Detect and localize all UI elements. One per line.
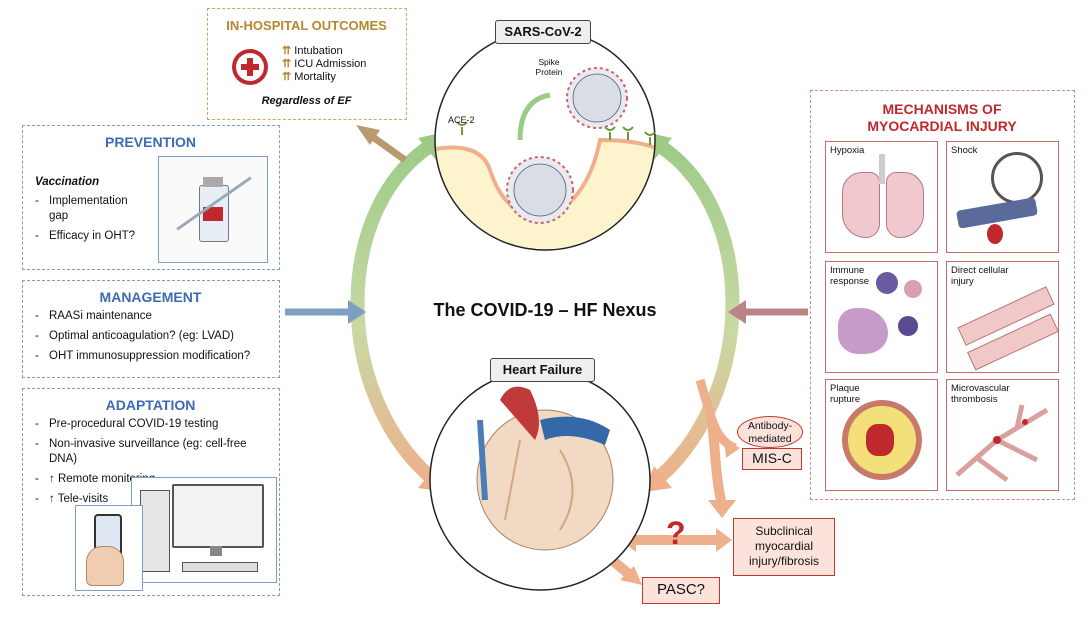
adaptation-panel: ADAPTATION Pre-procedural COVID-19 testi… <box>22 388 280 596</box>
outcome-arrow <box>367 132 408 163</box>
mechanism-cell-direct-injury: Direct cellular injury <box>946 261 1059 373</box>
outcomes-footer: Regardless of EF <box>261 95 352 107</box>
heart-illustration <box>476 386 614 551</box>
antibody-bubble: Antibody-mediated <box>737 416 803 448</box>
lung-right <box>886 172 924 238</box>
mechanisms-title-line1: MECHANISMS OF <box>882 101 1002 117</box>
mechanism-label: Shock <box>951 145 978 156</box>
sars-title: SARS-CoV-2 <box>495 20 591 44</box>
pasc-box: PASC? <box>642 577 720 604</box>
outcome-row-intubation: ⇈ Intubation <box>282 45 366 58</box>
medical-cross-icon <box>232 49 268 85</box>
mechanism-cell-plaque: Plaque rupture <box>825 379 938 491</box>
outcomes-panel: IN-HOSPITAL OUTCOMES ⇈ Intubation ⇈ ICU … <box>207 8 407 120</box>
phone-in-hand-image <box>75 505 143 591</box>
gauge-icon <box>991 152 1043 204</box>
mechanism-label: Direct cellular injury <box>951 265 1009 287</box>
double-up-arrow-icon: ⇈ <box>282 45 292 57</box>
mechanisms-panel: MECHANISMS OF MYOCARDIAL INJURY Hypoxia … <box>810 90 1075 500</box>
ace2-label: ACE-2 <box>448 115 475 125</box>
management-item: OHT immunosuppression modification? <box>31 349 276 364</box>
adaptation-item: Non-invasive surveillance (eg: cell-free… <box>31 437 276 467</box>
management-title: MANAGEMENT <box>99 289 202 305</box>
macrophage <box>838 308 888 354</box>
outcome-row-mortality: ⇈ Mortality <box>282 71 366 84</box>
center-title: The COVID-19 – HF Nexus <box>433 300 657 320</box>
mechanism-label: Microvascular thrombosis <box>951 383 1010 405</box>
spike-label: Spike Protein <box>535 57 563 77</box>
misc-box: MIS-C <box>742 448 802 470</box>
mechanism-label: Immune response <box>830 265 870 287</box>
cell-dot <box>904 280 922 298</box>
bulb <box>987 224 1003 244</box>
outcome-row-icu: ⇈ ICU Admission <box>282 58 366 71</box>
mechanism-label: Plaque rupture <box>830 383 861 405</box>
cell-dot <box>876 272 898 294</box>
virus-particle-bottom <box>506 156 574 224</box>
subclinical-box: Subclinical myocardial injury/fibrosis <box>733 518 835 576</box>
left-arc-arrow <box>350 133 445 491</box>
outcome-item: Mortality <box>294 71 336 83</box>
right-arc-arrow <box>645 133 740 491</box>
outcomes-title: IN-HOSPITAL OUTCOMES <box>226 18 387 33</box>
adaptation-item: Pre-procedural COVID-19 testing <box>31 417 276 432</box>
prevention-panel: PREVENTION Vaccination Implementation ga… <box>22 125 280 270</box>
adaptation-item: ↑ Remote monitoring <box>31 472 276 487</box>
mechanism-cell-microvascular: Microvascular thrombosis <box>946 379 1059 491</box>
management-item: Optimal anticoagulation? (eg: LVAD) <box>31 329 276 344</box>
right-arc-head-bottom <box>644 466 672 492</box>
cell-dot <box>898 316 918 336</box>
mechanism-cell-hypoxia: Hypoxia <box>825 141 938 253</box>
mechanism-cell-shock: Shock <box>946 141 1059 253</box>
adaptation-title: ADAPTATION <box>105 397 196 413</box>
question-mark-icon: ? <box>666 515 686 551</box>
hf-title: Heart Failure <box>490 358 595 382</box>
management-panel: MANAGEMENT RAASi maintenance Optimal ant… <box>22 280 280 378</box>
management-item: RAASi maintenance <box>31 309 276 324</box>
vaccine-vial-image <box>158 156 268 263</box>
mechanism-label: Hypoxia <box>830 145 865 156</box>
prevention-title: PREVENTION <box>104 134 196 150</box>
prevention-item: Implementation gap <box>31 194 146 224</box>
vessel-network <box>955 404 1049 483</box>
outcome-item: ICU Admission <box>294 58 367 70</box>
prevention-item: Efficacy in OHT? <box>31 229 146 244</box>
computer-image <box>131 477 277 583</box>
outcome-item: Intubation <box>294 45 343 57</box>
trachea <box>879 154 885 184</box>
ace2-receptors <box>456 121 656 145</box>
prevention-heading: Vaccination <box>35 176 100 188</box>
virus-particle-top <box>566 67 628 129</box>
mechanisms-title-line2: MYOCARDIAL INJURY <box>867 118 1017 134</box>
double-up-arrow-icon: ⇈ <box>282 58 292 70</box>
lung-left <box>842 172 880 238</box>
double-up-arrow-icon: ⇈ <box>282 71 292 83</box>
thrombus <box>866 424 894 456</box>
adaptation-item: ↑ Tele-visits <box>31 492 276 507</box>
mechanism-cell-immune: Immune response <box>825 261 938 373</box>
